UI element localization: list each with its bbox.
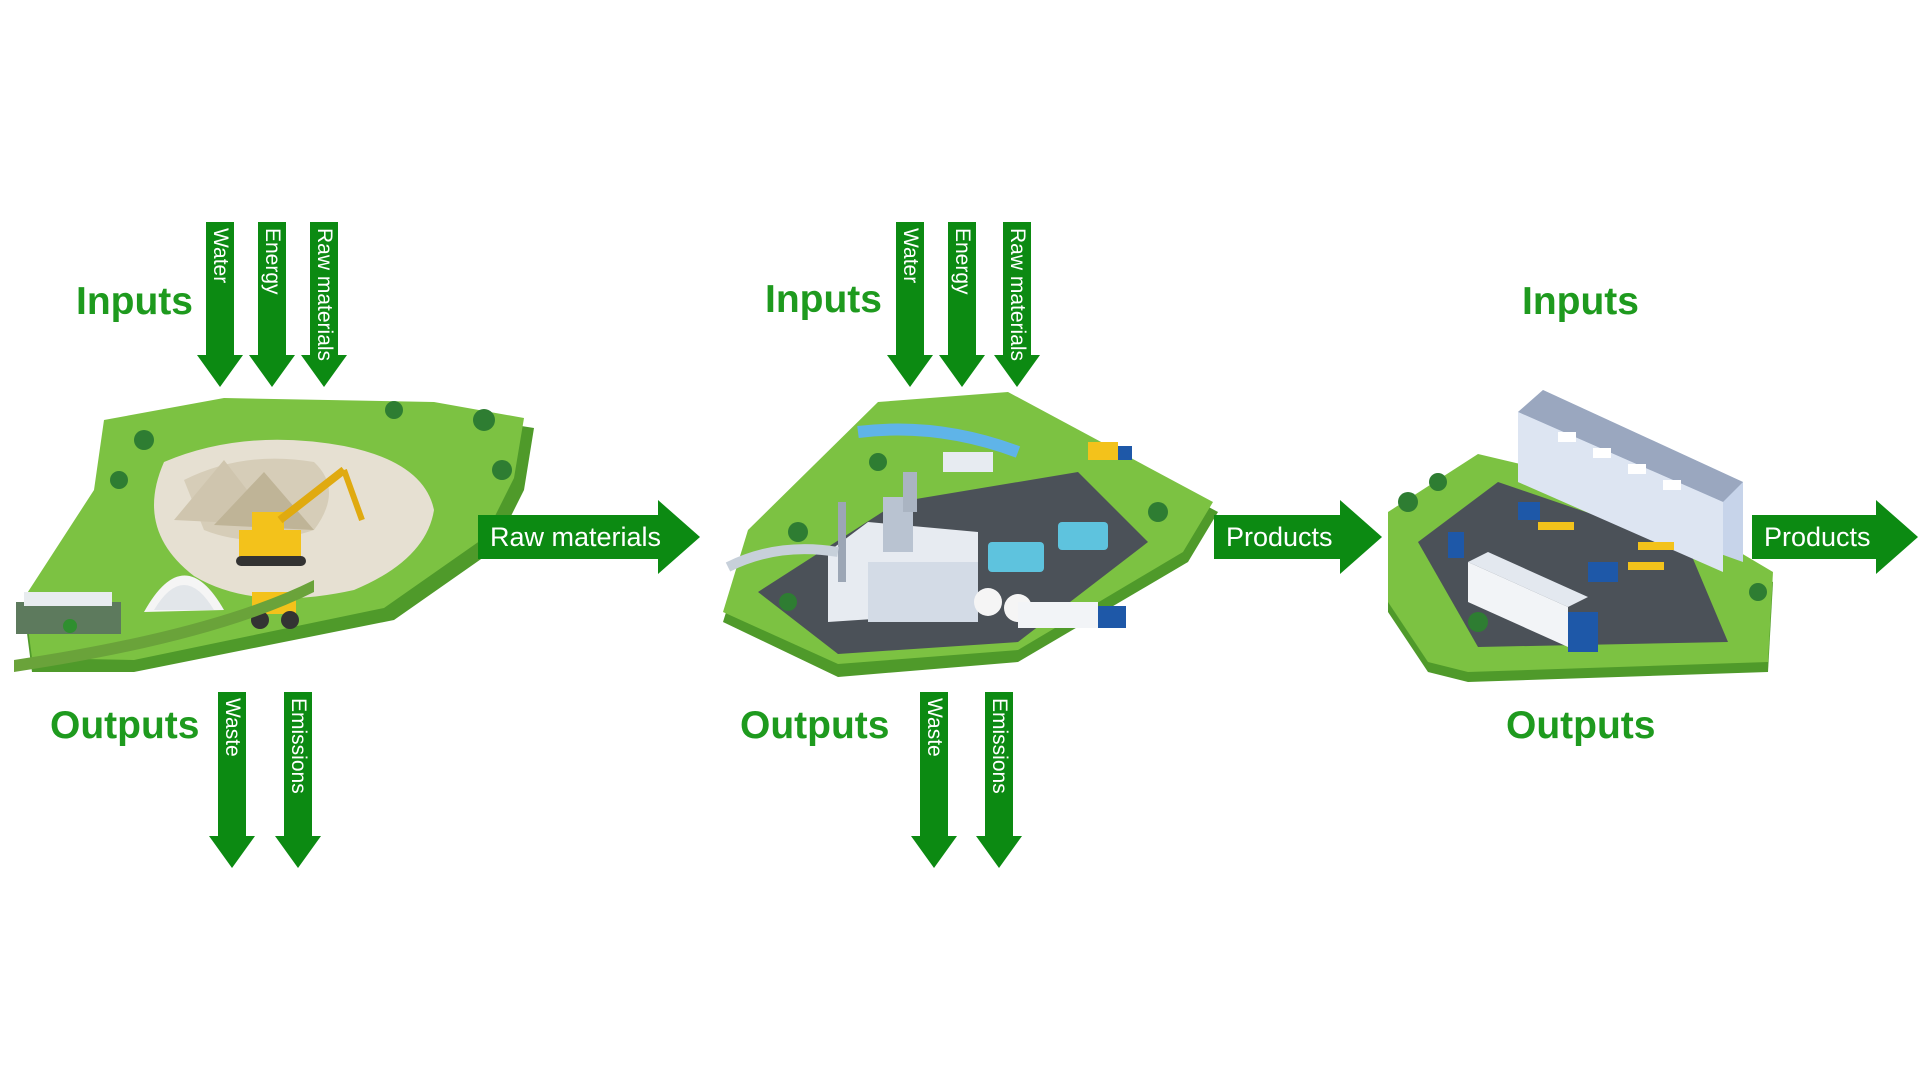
quarry-illustration-icon xyxy=(14,398,534,672)
warehouse-illustration-icon xyxy=(1388,390,1773,682)
stage-2-inputs-heading: Inputs xyxy=(765,278,882,321)
arrow-label: Water xyxy=(209,228,232,284)
stage-1-output-arrow-emissions: Emissions xyxy=(275,692,321,868)
arrow-label: Energy xyxy=(261,228,284,295)
stage-3-outputs-heading: Outputs xyxy=(1506,704,1656,747)
stage-1-inputs-heading: Inputs xyxy=(76,280,193,323)
stage-2-input-arrow-raw-materials: Raw materials xyxy=(994,222,1040,387)
flow-arrow-raw-materials: Raw materials xyxy=(478,500,700,574)
stage-2-input-arrow-water: Water xyxy=(887,222,933,387)
stage-1-output-arrow-waste: Waste xyxy=(209,692,255,868)
flow-arrow-label: Products xyxy=(1764,521,1871,552)
arrow-label: Water xyxy=(899,228,922,284)
flow-arrow-label: Raw materials xyxy=(490,521,662,552)
flow-arrow-products-1: Products xyxy=(1214,500,1382,574)
stage-2-input-arrow-energy: Energy xyxy=(939,222,985,387)
arrow-label: Raw materials xyxy=(313,228,336,362)
flow-arrow-label: Products xyxy=(1226,521,1333,552)
stage-2-outputs-heading: Outputs xyxy=(740,704,890,747)
stage-1-input-arrow-water: Water xyxy=(197,222,243,387)
arrow-label: Emissions xyxy=(287,698,310,794)
stage-2-output-arrow-emissions: Emissions xyxy=(976,692,1022,868)
arrow-label: Waste xyxy=(221,698,244,757)
stage-1-input-arrow-energy: Energy xyxy=(249,222,295,387)
stage-1-outputs-heading: Outputs xyxy=(50,704,200,747)
arrow-label: Energy xyxy=(951,228,974,295)
arrow-label: Raw materials xyxy=(1006,228,1029,362)
factory-illustration-icon xyxy=(723,392,1218,677)
stage-3-inputs-heading: Inputs xyxy=(1522,280,1639,323)
flow-arrow-products-2: Products xyxy=(1752,500,1918,574)
arrow-label: Emissions xyxy=(988,698,1011,794)
arrow-label: Waste xyxy=(923,698,946,757)
stage-1-input-arrow-raw-materials: Raw materials xyxy=(301,222,347,387)
stage-2-output-arrow-waste: Waste xyxy=(911,692,957,868)
